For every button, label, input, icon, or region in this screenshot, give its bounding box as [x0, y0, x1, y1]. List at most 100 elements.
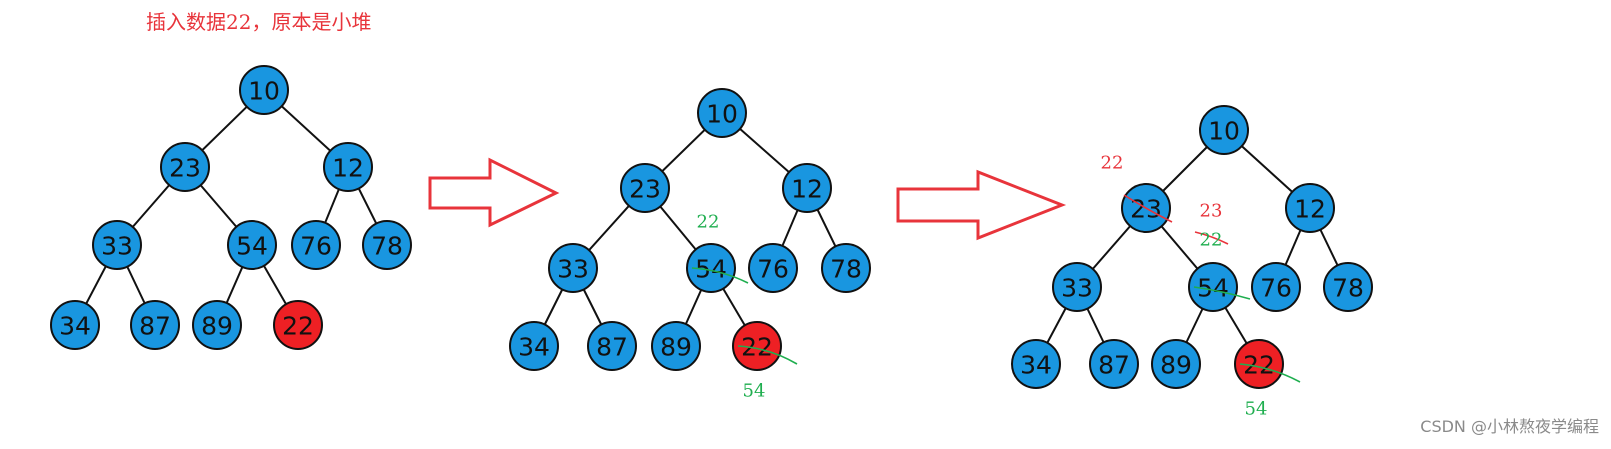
node-circle — [686, 243, 736, 293]
node-circle — [160, 142, 210, 192]
heap-node: 76 — [1251, 262, 1301, 312]
node-circle — [239, 65, 289, 115]
node-label: 33 — [1061, 274, 1093, 303]
node-circle — [291, 220, 341, 270]
step-arrow-2 — [896, 169, 1067, 241]
diagram-title: 插入数据22，原本是小堆 — [146, 10, 372, 34]
heap-node: 76 — [291, 220, 341, 270]
heap-node: 12 — [1285, 183, 1335, 233]
node-label: 22 — [282, 312, 314, 341]
node-circle — [1151, 339, 1201, 389]
node-circle — [1011, 339, 1061, 389]
heap-node: 10 — [1199, 105, 1249, 155]
node-label: 78 — [371, 232, 403, 261]
heap-node: 89 — [1151, 339, 1201, 389]
heap-node: 23 — [620, 163, 670, 213]
heap-node: 12 — [323, 142, 373, 192]
node-circle — [782, 163, 832, 213]
swap-annotation: 23 — [1200, 201, 1223, 222]
heap-node: 34 — [50, 300, 100, 350]
node-label: 12 — [332, 154, 364, 183]
node-circle — [192, 300, 242, 350]
node-label: 87 — [1098, 351, 1130, 380]
node-label: 34 — [518, 333, 550, 362]
node-circle — [273, 300, 323, 350]
strike-mark — [1123, 194, 1173, 223]
heap-tree-step-1: 10 23 12 33 54 76 78 34 87 89 22 — [50, 65, 412, 350]
node-label: 34 — [1020, 351, 1052, 380]
node-circle — [1285, 183, 1335, 233]
swap-annotation: 54 — [1245, 399, 1268, 420]
heap-node: 33 — [92, 220, 142, 270]
node-label: 76 — [1260, 274, 1292, 303]
node-label: 76 — [757, 255, 789, 284]
node-circle — [130, 300, 180, 350]
node-label: 87 — [139, 312, 171, 341]
node-circle — [732, 321, 782, 371]
heap-node: 78 — [821, 243, 871, 293]
node-circle — [1234, 339, 1284, 389]
heap-node: 78 — [362, 220, 412, 270]
node-label: 89 — [660, 333, 692, 362]
node-circle — [697, 88, 747, 138]
node-circle — [92, 220, 142, 270]
strike-mark — [1194, 231, 1229, 245]
node-label: 34 — [59, 312, 91, 341]
node-circle — [620, 163, 670, 213]
heap-node: 87 — [1089, 339, 1139, 389]
heap-node: 22 — [732, 321, 782, 371]
heap-node: 54 — [686, 243, 736, 293]
swap-annotation: 22 — [697, 212, 720, 233]
node-circle — [1089, 339, 1139, 389]
node-label: 76 — [300, 232, 332, 261]
node-circle — [362, 220, 412, 270]
node-circle — [587, 321, 637, 371]
step-arrow-1 — [428, 157, 560, 228]
node-circle — [323, 142, 373, 192]
heap-node: 10 — [697, 88, 747, 138]
node-label: 78 — [830, 255, 862, 284]
node-label: 78 — [1332, 274, 1364, 303]
heap-node: 89 — [192, 300, 242, 350]
node-circle — [651, 321, 701, 371]
swap-annotation: 22 — [1101, 153, 1124, 174]
node-label: 23 — [629, 175, 661, 204]
node-label: 10 — [706, 100, 738, 129]
watermark: CSDN @小林熬夜学编程 — [1420, 417, 1599, 436]
heap-node: 54 — [227, 220, 277, 270]
node-circle — [1188, 262, 1238, 312]
heap-node: 87 — [130, 300, 180, 350]
node-label: 89 — [1160, 351, 1192, 380]
node-label: 87 — [596, 333, 628, 362]
node-circle — [821, 243, 871, 293]
heap-node: 23 — [160, 142, 210, 192]
node-circle — [50, 300, 100, 350]
node-circle — [1323, 262, 1373, 312]
node-circle — [227, 220, 277, 270]
heap-node: 33 — [1052, 262, 1102, 312]
node-circle — [509, 321, 559, 371]
heap-node: 34 — [1011, 339, 1061, 389]
heap-node: 34 — [509, 321, 559, 371]
strike-mark — [1239, 363, 1301, 383]
node-circle — [1199, 105, 1249, 155]
heap-node: 76 — [748, 243, 798, 293]
node-label: 54 — [236, 232, 268, 261]
node-label: 33 — [557, 255, 589, 284]
heap-node: 12 — [782, 163, 832, 213]
node-circle — [548, 243, 598, 293]
node-circle — [1052, 262, 1102, 312]
heap-node: 22 — [273, 300, 323, 350]
heap-node: 22 — [1234, 339, 1284, 389]
node-label: 23 — [169, 154, 201, 183]
node-label: 10 — [248, 77, 280, 106]
node-label: 12 — [791, 175, 823, 204]
heap-node: 89 — [651, 321, 701, 371]
swap-annotation: 22 — [1200, 230, 1223, 251]
node-label: 89 — [201, 312, 233, 341]
heap-node: 78 — [1323, 262, 1373, 312]
node-label: 10 — [1208, 117, 1240, 146]
